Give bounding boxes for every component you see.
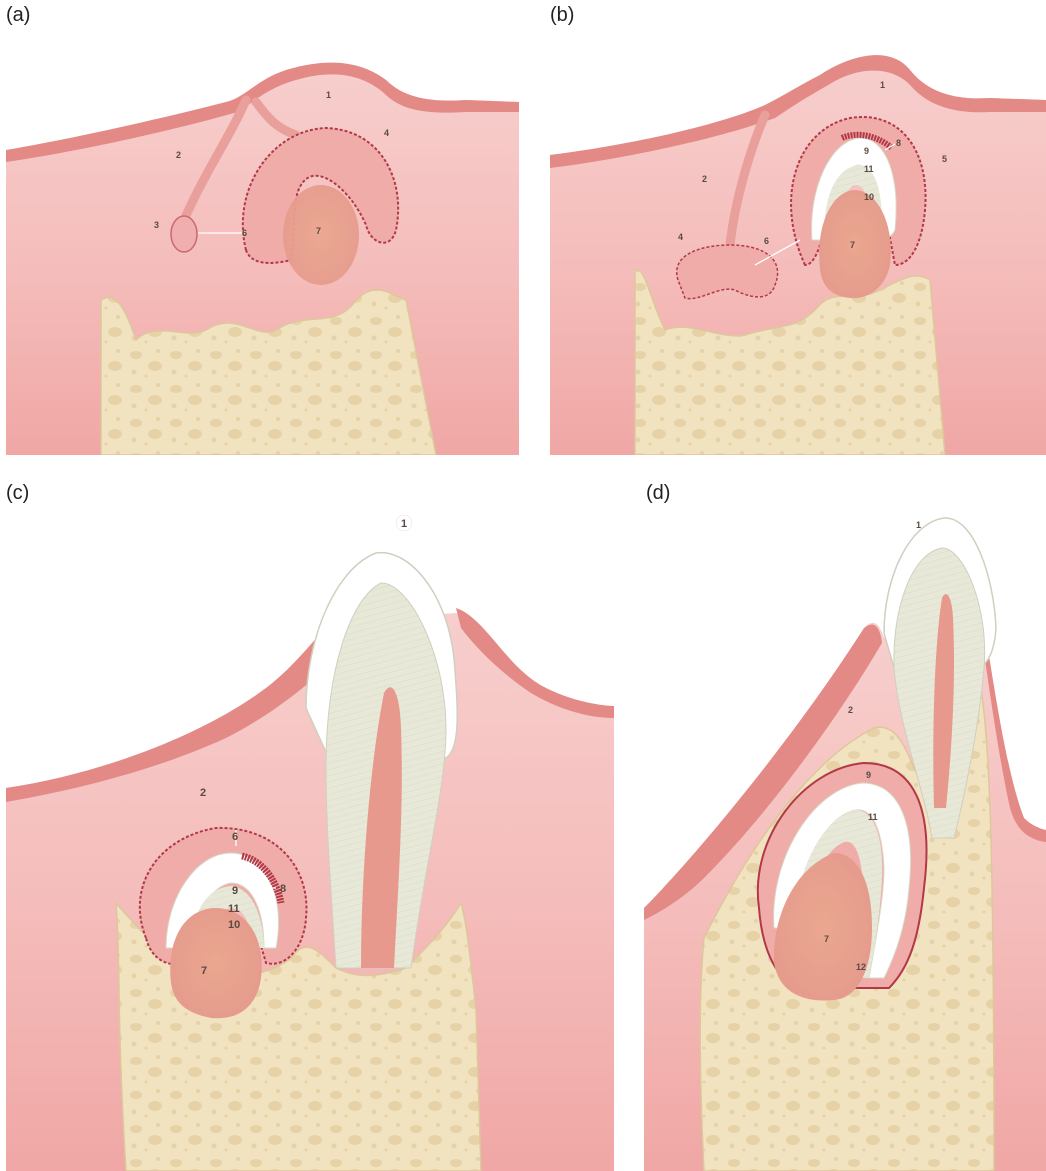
callout-7: 7 <box>824 934 829 944</box>
panel-a-diagram: 1 2 3 4 6 7 <box>6 40 519 455</box>
panel-b-label: (b) <box>550 4 574 27</box>
callout-2: 2 <box>200 787 206 799</box>
callout-8: 8 <box>280 883 286 895</box>
callout-7: 7 <box>850 240 855 250</box>
callout-3: 3 <box>154 220 159 230</box>
callout-1: 1 <box>916 520 921 530</box>
callout-11: 11 <box>868 812 878 822</box>
callout-9: 9 <box>866 770 871 780</box>
panel-d-diagram: 1 2 7 9 11 12 <box>644 508 1046 1171</box>
callout-7: 7 <box>316 226 321 236</box>
callout-12: 12 <box>856 962 866 972</box>
callout-6: 6 <box>232 831 238 843</box>
dental-papilla <box>170 908 262 1018</box>
callout-6: 6 <box>242 228 247 238</box>
callout-4: 4 <box>678 232 683 242</box>
callout-8: 8 <box>896 138 901 148</box>
panel-a-label: (a) <box>6 4 30 27</box>
callout-2: 2 <box>176 150 181 160</box>
callout-10: 10 <box>864 192 874 202</box>
successional-bud <box>171 216 197 252</box>
callout-1: 1 <box>326 90 331 100</box>
callout-2: 2 <box>848 705 853 715</box>
panel-c-label: (c) <box>6 482 29 505</box>
callout-2: 2 <box>702 174 707 184</box>
callout-10: 10 <box>228 919 240 931</box>
callout-5: 5 <box>942 154 947 164</box>
callout-1: 1 <box>401 518 407 530</box>
callout-4: 4 <box>384 128 389 138</box>
callout-9: 9 <box>864 146 869 156</box>
panel-c-diagram: 1 2 6 7 8 9 10 11 <box>6 508 614 1171</box>
callout-11: 11 <box>228 903 240 915</box>
callout-1: 1 <box>880 80 885 90</box>
callout-9: 9 <box>232 885 238 897</box>
panel-b-diagram: 1 2 4 5 6 7 8 9 10 11 <box>550 40 1046 455</box>
callout-6: 6 <box>764 236 769 246</box>
callout-7: 7 <box>201 965 207 977</box>
panel-d-label: (d) <box>646 482 670 505</box>
callout-11: 11 <box>864 164 874 174</box>
